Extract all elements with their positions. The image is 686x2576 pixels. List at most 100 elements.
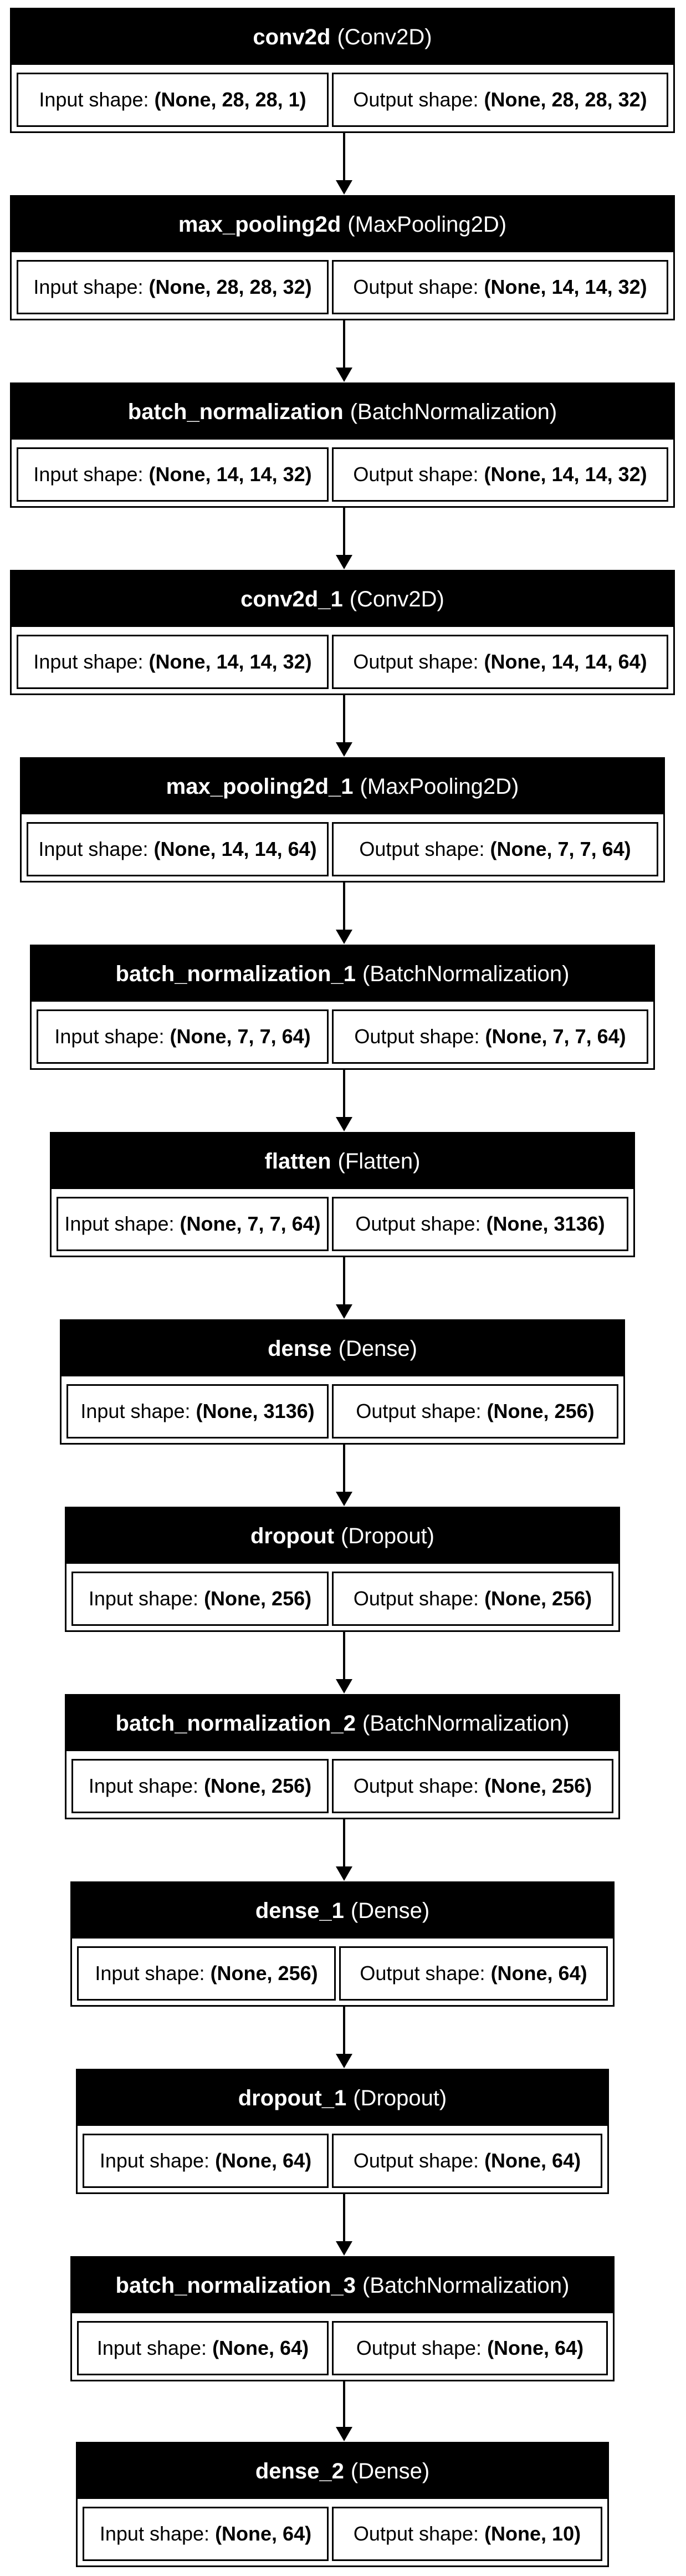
output-shape-value: (None, 14, 14, 32) xyxy=(484,276,647,298)
arrow-head-icon xyxy=(336,180,352,195)
output-shape-label: Output shape: xyxy=(355,1212,481,1235)
connector-arrow-line xyxy=(343,1445,345,1493)
output-shape-cell: Output shape:(None, 256) xyxy=(332,1759,613,1813)
layer-name: conv2d_1 xyxy=(240,586,343,611)
layer-header: dense(Dense) xyxy=(62,1321,623,1376)
layer-node-batch-normalization-2: batch_normalization_2(BatchNormalization… xyxy=(65,1694,620,1819)
layer-type: (Conv2D) xyxy=(349,586,444,611)
input-shape-value: (None, 64) xyxy=(215,2522,312,2545)
arrow-head-icon xyxy=(336,2054,352,2068)
input-shape-value: (None, 14, 14, 64) xyxy=(153,838,317,860)
input-shape-cell: Input shape:(None, 7, 7, 64) xyxy=(57,1197,329,1251)
input-shape-label: Input shape: xyxy=(38,838,149,860)
layer-header: conv2d_1(Conv2D) xyxy=(12,572,673,627)
input-shape-value: (None, 7, 7, 64) xyxy=(180,1212,321,1235)
output-shape-label: Output shape: xyxy=(353,2522,479,2545)
input-shape-cell: Input shape:(None, 256) xyxy=(77,1946,336,2001)
input-shape-label: Input shape: xyxy=(99,2522,210,2545)
connector-arrow-line xyxy=(343,695,345,744)
layer-header: max_pooling2d_1(MaxPooling2D) xyxy=(22,759,663,814)
arrow-head-icon xyxy=(336,1304,352,1319)
arrow-head-icon xyxy=(336,555,352,569)
arrow-head-icon xyxy=(336,930,352,944)
layer-header: dropout(Dropout) xyxy=(66,1508,618,1564)
connector-arrow-line xyxy=(343,508,345,557)
layer-node-max-pooling2d: max_pooling2d(MaxPooling2D)Input shape:(… xyxy=(10,195,675,320)
layer-node-batch-normalization-1: batch_normalization_1(BatchNormalization… xyxy=(30,945,655,1070)
input-shape-value: (None, 14, 14, 32) xyxy=(149,650,312,673)
input-shape-cell: Input shape:(None, 14, 14, 32) xyxy=(17,635,329,689)
layer-name: dropout_1 xyxy=(238,2085,347,2110)
layer-name: conv2d xyxy=(253,24,331,49)
input-shape-label: Input shape: xyxy=(95,1962,205,1985)
layer-node-batch-normalization: batch_normalization(BatchNormalization)I… xyxy=(10,382,675,508)
connector-arrow-line xyxy=(343,883,345,931)
layer-node-dense-1: dense_1(Dense)Input shape:(None, 256)Out… xyxy=(70,1881,615,2007)
input-shape-label: Input shape: xyxy=(80,1400,191,1422)
input-shape-cell: Input shape:(None, 64) xyxy=(77,2321,329,2375)
output-shape-cell: Output shape:(None, 14, 14, 32) xyxy=(332,260,668,314)
output-shape-value: (None, 256) xyxy=(484,1774,592,1797)
layer-name: batch_normalization_3 xyxy=(115,2273,356,2298)
output-shape-label: Output shape: xyxy=(353,1587,479,1610)
input-shape-label: Input shape: xyxy=(54,1025,165,1048)
input-shape-cell: Input shape:(None, 3136) xyxy=(66,1384,329,1439)
arrow-head-icon xyxy=(336,2241,352,2256)
layer-header: batch_normalization_1(BatchNormalization… xyxy=(32,946,653,1002)
layer-header: dense_2(Dense) xyxy=(78,2444,607,2499)
output-shape-label: Output shape: xyxy=(353,276,479,298)
output-shape-label: Output shape: xyxy=(360,1962,485,1985)
output-shape-value: (None, 64) xyxy=(484,2149,581,2172)
output-shape-value: (None, 10) xyxy=(484,2522,581,2545)
output-shape-cell: Output shape:(None, 64) xyxy=(339,1946,608,2001)
layer-node-conv2d: conv2d(Conv2D) Input shape:(None, 28, 28,… xyxy=(10,8,675,133)
layer-type: (Dense) xyxy=(350,2458,430,2483)
input-shape-cell: Input shape:(None, 28, 28, 1) xyxy=(17,73,329,127)
output-shape-label: Output shape: xyxy=(356,2337,482,2359)
connector-arrow-line xyxy=(343,320,345,369)
output-shape-label: Output shape: xyxy=(356,1400,482,1422)
output-shape-cell: Output shape:(None, 10) xyxy=(332,2507,602,2561)
output-shape-value: (None, 14, 14, 64) xyxy=(484,650,647,673)
layer-node-conv2d-1: conv2d_1(Conv2D) Input shape:(None, 14, 1… xyxy=(10,570,675,695)
layer-node-dropout: dropout(Dropout) Input shape:(None, 256) O… xyxy=(65,1507,620,1632)
layer-name: max_pooling2d_1 xyxy=(166,774,354,799)
output-shape-cell: Output shape:(None, 256) xyxy=(332,1384,618,1439)
layer-type: (MaxPooling2D) xyxy=(360,774,519,799)
layer-header: batch_normalization_3(BatchNormalization… xyxy=(72,2258,613,2313)
layer-type: (BatchNormalization) xyxy=(362,961,570,986)
input-shape-cell: Input shape:(None, 256) xyxy=(71,1572,329,1626)
input-shape-value: (None, 64) xyxy=(212,2337,309,2359)
input-shape-cell: Input shape:(None, 256) xyxy=(71,1759,329,1813)
connector-arrow-line xyxy=(343,1070,345,1119)
input-shape-cell: Input shape:(None, 64) xyxy=(83,2134,329,2188)
input-shape-label: Input shape: xyxy=(99,2149,210,2172)
connector-arrow-line xyxy=(343,133,345,182)
output-shape-cell: Output shape:(None, 7, 7, 64) xyxy=(332,822,658,876)
output-shape-label: Output shape: xyxy=(353,2149,479,2172)
input-shape-cell: Input shape:(None, 14, 14, 64) xyxy=(27,822,329,876)
layer-header: dense_1(Dense) xyxy=(72,1883,613,1939)
layer-header: max_pooling2d(MaxPooling2D) xyxy=(12,197,673,252)
layer-type: (BatchNormalization) xyxy=(362,1711,570,1736)
input-shape-value: (None, 14, 14, 32) xyxy=(149,463,312,486)
input-shape-label: Input shape: xyxy=(88,1774,199,1797)
input-shape-value: (None, 28, 28, 1) xyxy=(154,88,306,111)
connector-arrow-line xyxy=(343,1632,345,1681)
layer-type: (Conv2D) xyxy=(337,24,432,49)
output-shape-cell: Output shape:(None, 14, 14, 64) xyxy=(332,635,668,689)
layer-name: dense xyxy=(268,1336,332,1361)
output-shape-label: Output shape: xyxy=(354,1025,480,1048)
layer-node-dropout-1: dropout_1(Dropout)Input shape:(None, 64)… xyxy=(76,2069,609,2194)
output-shape-value: (None, 7, 7, 64) xyxy=(485,1025,626,1048)
layer-node-dense: dense(Dense)Input shape:(None, 3136)Outp… xyxy=(60,1319,625,1445)
output-shape-cell: Output shape:(None, 14, 14, 32) xyxy=(332,447,668,502)
input-shape-label: Input shape: xyxy=(96,2337,207,2359)
output-shape-value: (None, 7, 7, 64) xyxy=(490,838,631,860)
output-shape-cell: Output shape:(None, 28, 28, 32) xyxy=(332,73,668,127)
input-shape-value: (None, 64) xyxy=(215,2149,312,2172)
output-shape-cell: Output shape:(None, 3136) xyxy=(332,1197,628,1251)
output-shape-label: Output shape: xyxy=(353,463,479,486)
connector-arrow-line xyxy=(343,2194,345,2243)
